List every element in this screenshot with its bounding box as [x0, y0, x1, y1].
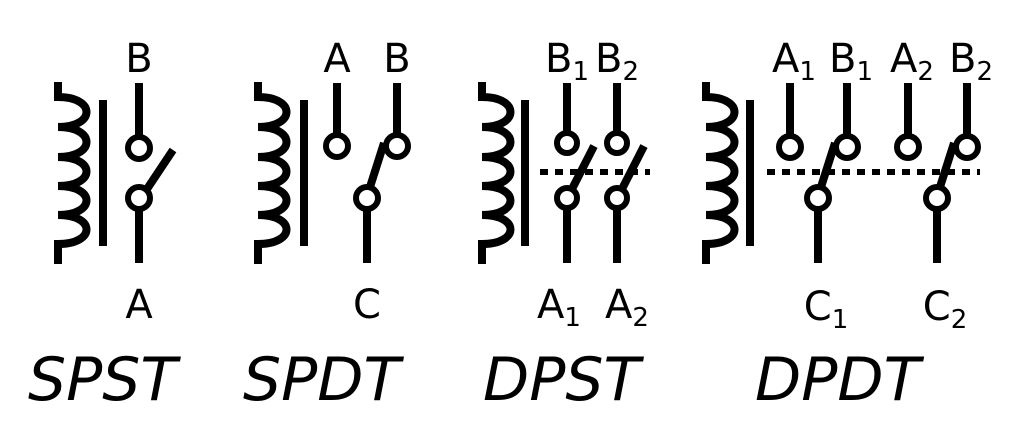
- terminal-label: A2: [605, 282, 649, 333]
- contact-terminal: [554, 185, 580, 211]
- diagram-spst: B A SPST: [28, 36, 181, 415]
- terminal-label-subscript: 2: [622, 57, 639, 87]
- contact-terminal: [125, 184, 153, 212]
- coil: [254, 82, 291, 264]
- terminal-label: B1: [545, 36, 589, 87]
- terminal-label: B: [125, 36, 152, 82]
- contact-terminal: [923, 184, 951, 212]
- contact-terminal: [776, 133, 804, 161]
- contact-terminal: [383, 132, 411, 160]
- coil: [702, 82, 739, 264]
- contact-terminal: [833, 133, 861, 161]
- terminal-label-main: C: [923, 284, 951, 330]
- terminal-label: C: [353, 282, 381, 328]
- terminal-label: B1: [829, 36, 873, 87]
- terminal-label-subscript: 1: [856, 57, 873, 87]
- coil: [54, 82, 91, 264]
- terminal-label: A2: [890, 36, 934, 87]
- terminal-label: A1: [537, 282, 581, 333]
- contact-terminal: [804, 184, 832, 212]
- terminal-label: A: [125, 282, 153, 328]
- contact-terminal: [554, 130, 580, 156]
- terminal-label-main: B: [383, 36, 410, 82]
- contact-terminal: [953, 133, 981, 161]
- terminal-label-main: B: [829, 36, 856, 82]
- contact-terminal: [323, 132, 351, 160]
- terminal-label-main: A: [125, 282, 153, 328]
- diagram-title: SPDT: [243, 345, 404, 415]
- terminal-label-subscript: 1: [564, 303, 581, 333]
- contact-terminal: [604, 130, 630, 156]
- terminal-label-main: B: [595, 36, 622, 82]
- terminal-label-subscript: 2: [976, 57, 993, 87]
- coil: [478, 82, 515, 264]
- terminal-label: A: [323, 36, 351, 82]
- contact-terminal: [353, 184, 381, 212]
- diagram-title: SPST: [28, 345, 181, 415]
- terminal-label-subscript: 1: [572, 57, 589, 87]
- terminal-label-main: A: [772, 36, 800, 82]
- diagram-title: DPDT: [755, 345, 925, 415]
- terminal-label-main: B: [125, 36, 152, 82]
- diagram-title: DPST: [483, 345, 644, 415]
- switch-blade: [568, 144, 598, 191]
- contact-terminal: [125, 134, 153, 162]
- switch-blade: [936, 141, 958, 189]
- switch-blade: [366, 141, 388, 189]
- terminal-label-main: A: [890, 36, 918, 82]
- terminal-label: B: [383, 36, 410, 82]
- terminal-label-subscript: 2: [917, 57, 934, 87]
- terminal-label-subscript: 1: [832, 305, 849, 335]
- terminal-label-subscript: 1: [799, 57, 816, 87]
- terminal-label-main: B: [545, 36, 572, 82]
- terminal-label: B2: [595, 36, 639, 87]
- terminal-label-main: A: [605, 282, 633, 328]
- contact-terminal: [604, 185, 630, 211]
- terminal-label: C1: [804, 284, 848, 335]
- switch-blade: [618, 144, 648, 191]
- switch-blade: [817, 141, 839, 189]
- terminal-label: B2: [949, 36, 993, 87]
- terminal-label-subscript: 2: [951, 305, 968, 335]
- terminal-label-main: C: [804, 284, 832, 330]
- terminal-label: C2: [923, 284, 967, 335]
- terminal-label-main: A: [537, 282, 565, 328]
- terminal-label: A1: [772, 36, 816, 87]
- terminal-label-main: C: [353, 282, 381, 328]
- contact-terminal: [894, 133, 922, 161]
- terminal-label-main: B: [949, 36, 976, 82]
- terminal-label-subscript: 2: [632, 303, 649, 333]
- switch-blade: [143, 147, 177, 192]
- terminal-label-main: A: [323, 36, 351, 82]
